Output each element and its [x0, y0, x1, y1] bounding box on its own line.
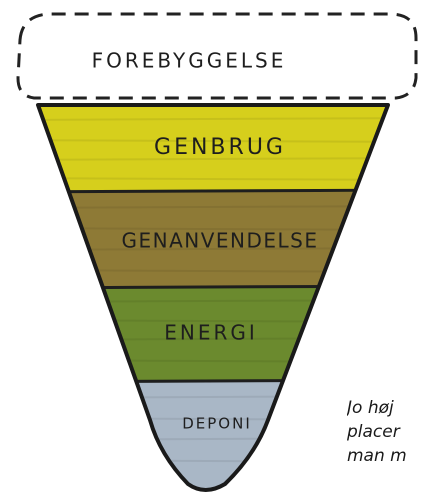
caption-text: Jo høj placer man m — [347, 396, 427, 468]
divider-line — [0, 286, 427, 288]
caption-line-1: Jo høj — [347, 396, 427, 420]
level-genanvendelse-label: GENANVENDELSE — [121, 229, 318, 253]
level-forebyggelse-label: FOREBYGGELSE — [92, 49, 287, 73]
caption-line-2: placer — [347, 420, 427, 444]
level-energi-label: ENERGI — [164, 321, 258, 345]
level-deponi-label: DEPONI — [182, 415, 252, 433]
divider-line — [0, 380, 427, 382]
level-genbrug-label: GENBRUG — [154, 135, 286, 160]
caption-line-3: man m — [347, 444, 427, 468]
divider-line — [0, 190, 427, 192]
